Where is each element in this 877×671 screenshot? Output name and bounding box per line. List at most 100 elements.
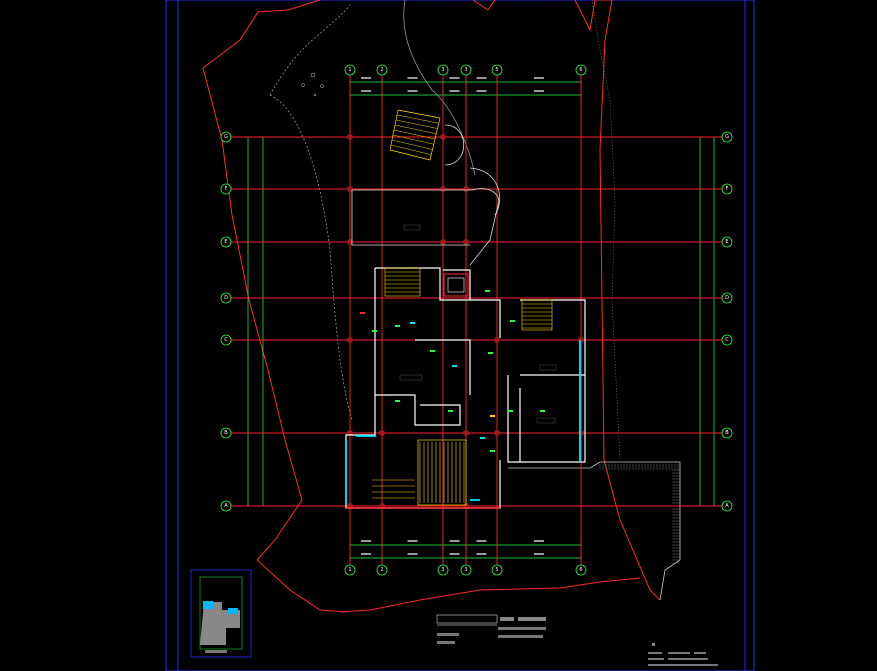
axis-label: F	[726, 186, 729, 192]
dimension-text	[361, 77, 371, 79]
axis-label: G	[224, 134, 228, 140]
column	[347, 239, 353, 245]
axis-bubble-3: 3	[460, 564, 472, 576]
column	[463, 186, 469, 192]
axis-bubble-B: B	[220, 427, 232, 439]
axis-label: 3	[464, 567, 467, 573]
dimension-text	[361, 553, 371, 555]
annotation-mark	[510, 320, 515, 322]
drawing-title-block	[436, 614, 546, 644]
stair-step	[394, 124, 437, 134]
column	[440, 239, 446, 245]
axis-label: 3	[441, 567, 444, 573]
axis-label: A	[224, 503, 228, 509]
axis-label: D	[725, 295, 729, 301]
axis-bubble-D: D	[220, 292, 232, 304]
landscape-path-2	[403, 0, 476, 176]
column	[494, 430, 500, 436]
stair-step	[393, 129, 436, 140]
axis-label: 6	[579, 67, 582, 73]
stair-step	[391, 139, 433, 150]
axis-label: D	[224, 295, 228, 301]
dimension-text	[534, 90, 544, 92]
stair-step	[390, 144, 432, 155]
dimension-text	[407, 540, 418, 542]
axis-bubble-F: F	[721, 183, 733, 195]
axis-label: G	[725, 134, 729, 140]
dimension-text	[449, 90, 460, 92]
axis-bubble-A: A	[220, 500, 232, 512]
axis-bubble-1: 1	[344, 564, 356, 576]
column	[440, 134, 446, 140]
site-boundary-line-2	[202, 67, 348, 613]
stair-step	[396, 114, 439, 124]
annotation-mark	[452, 365, 457, 367]
structural-columns	[347, 134, 584, 509]
auditorium-seating	[417, 439, 467, 506]
plan-annotations	[360, 290, 545, 452]
axis-label: 2	[380, 67, 383, 73]
stair-core-steps	[385, 271, 552, 329]
axis-label: 6	[579, 567, 582, 573]
axis-label: 1	[348, 67, 351, 73]
column	[463, 430, 469, 436]
axis-label: E	[224, 239, 227, 245]
axis-label: B	[725, 430, 729, 436]
axis-bubble-5: 5	[491, 64, 503, 76]
axis-bubble-A: A	[721, 500, 733, 512]
upper-plaza	[351, 124, 501, 266]
axis-label: 5	[495, 567, 498, 573]
axis-label: 1	[348, 567, 351, 573]
column	[463, 239, 469, 245]
axis-bubble-B: B	[721, 427, 733, 439]
annotation-mark	[360, 312, 365, 314]
site-boundary-line-5	[339, 577, 641, 613]
site-boundary-line-3	[472, 0, 496, 11]
glass-curtain-walls	[345, 340, 581, 505]
annotation-mark	[490, 450, 495, 452]
axis-bubble-3: 3	[437, 64, 449, 76]
dimension-text	[476, 90, 487, 92]
axis-bubble-5: 5	[491, 564, 503, 576]
annotation-mark	[430, 350, 435, 352]
dimension-text	[449, 540, 460, 542]
annotation-mark	[488, 352, 493, 354]
annotation-mark	[480, 437, 485, 439]
stair-step	[389, 149, 431, 161]
drawing-frame-inner	[177, 0, 746, 671]
column	[578, 337, 584, 343]
axis-label: 3	[441, 67, 444, 73]
terrain-hatch	[599, 464, 680, 564]
axis-bubble-6: 6	[575, 64, 587, 76]
axis-bubble-C: C	[220, 334, 232, 346]
annotation-mark	[395, 400, 400, 402]
dimension-text	[407, 90, 418, 92]
column	[578, 430, 584, 436]
dimension-text	[534, 77, 544, 79]
dimension-text	[534, 540, 544, 542]
axis-bubble-E: E	[220, 236, 232, 248]
stair-core	[384, 267, 553, 331]
axis-bubble-E: E	[721, 236, 733, 248]
annotation-mark	[372, 330, 377, 332]
dimension-lines	[245, 77, 717, 561]
terrain-contour	[591, 0, 621, 461]
annotation-mark	[395, 325, 400, 327]
axis-label: F	[225, 186, 228, 192]
stair-step	[395, 119, 438, 129]
annotation-mark	[508, 410, 513, 412]
stair-step	[392, 134, 434, 145]
axis-label: 3	[464, 67, 467, 73]
dimension-text	[449, 553, 460, 555]
room-labels	[399, 224, 557, 424]
drawing-frame-outer	[165, 0, 755, 671]
axis-bubble-3: 3	[437, 564, 449, 576]
column	[494, 337, 500, 343]
axis-label: B	[224, 430, 228, 436]
axis-bubble-6: 6	[575, 564, 587, 576]
axis-bubble-G: G	[721, 131, 733, 143]
dimension-text	[407, 77, 418, 79]
tree-symbols	[301, 72, 324, 97]
elevator-core	[443, 273, 469, 297]
